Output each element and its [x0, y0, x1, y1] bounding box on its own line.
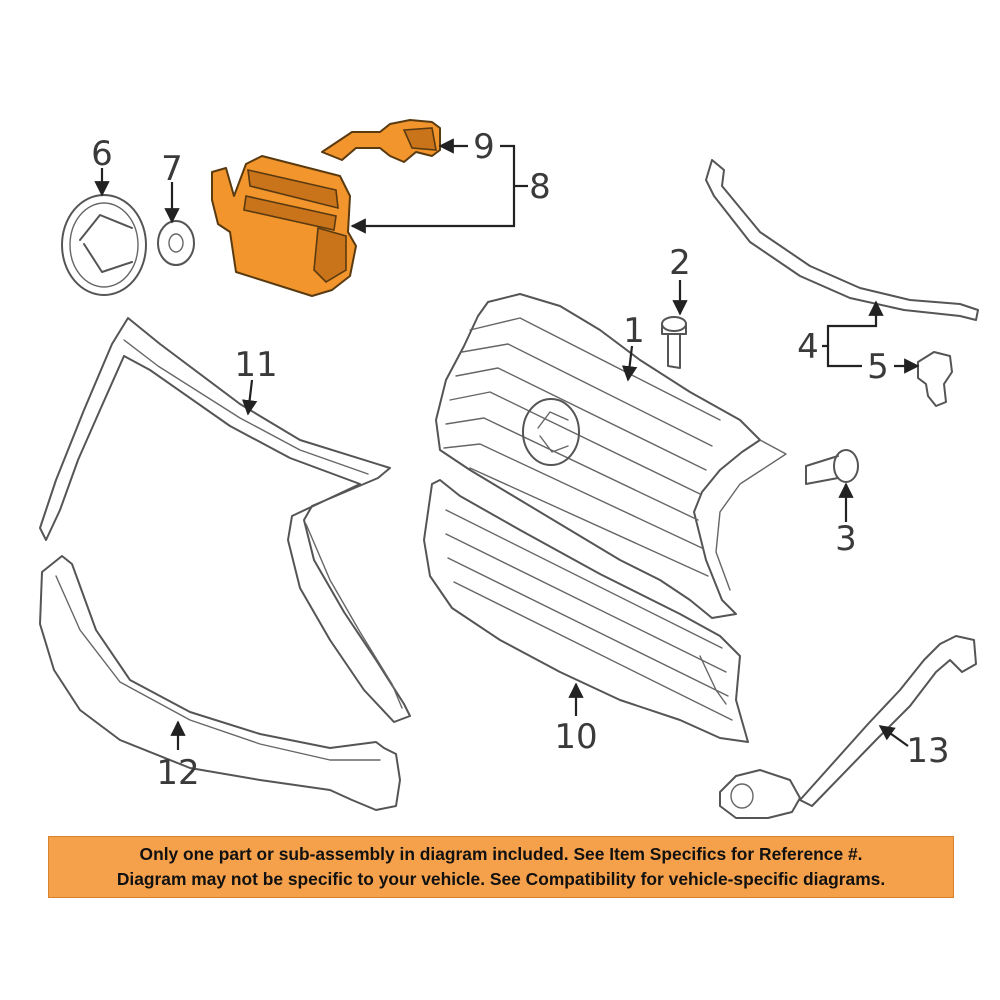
part-6-emblem: [61, 194, 147, 296]
part-11-molding: [39, 317, 411, 723]
notice-line-2: Diagram may not be specific to your vehi…: [116, 869, 886, 889]
callout-8: 8: [529, 167, 551, 207]
callout-1: 1: [623, 311, 645, 351]
callout-12: 12: [156, 753, 199, 793]
part-5-clip: [917, 351, 953, 407]
part-3-bolt: [805, 449, 859, 485]
part-12-lower-molding: [39, 555, 401, 811]
callout-11: 11: [234, 345, 277, 385]
part-13-camera: [719, 635, 977, 819]
callout-10: 10: [554, 717, 597, 757]
callout-3: 3: [835, 519, 857, 559]
part-1-grille: [435, 293, 787, 619]
callout-5: 5: [867, 347, 889, 387]
callout-4: 4: [797, 327, 819, 367]
callout-6: 6: [91, 134, 113, 174]
callout-9: 9: [473, 127, 495, 167]
callout-labels: 6 7 9 8 2 1 4 5 3 11 10 12 13: [91, 127, 949, 793]
leader-lines: [94, 138, 920, 750]
part-8-sensor-assembly: [211, 155, 357, 297]
notice-line-1: Only one part or sub-assembly in diagram…: [139, 844, 863, 864]
notice-banner: Only one part or sub-assembly in diagram…: [48, 836, 954, 898]
part-4-seal: [705, 159, 979, 321]
part-2-bolt: [661, 316, 687, 369]
part-7-washer: [157, 220, 195, 266]
part-10-lower-grille: [423, 479, 749, 743]
callout-2: 2: [669, 243, 691, 283]
callout-7: 7: [161, 149, 183, 189]
callout-13: 13: [906, 731, 949, 771]
part-9-bracket: [321, 119, 441, 163]
